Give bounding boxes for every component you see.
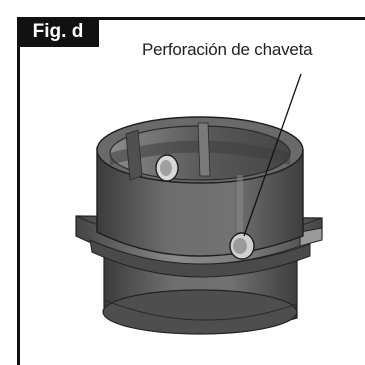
callout-label: Perforación de chaveta [142, 40, 313, 59]
figure-tag: Fig. d [17, 17, 99, 47]
frame-left-border [17, 17, 20, 365]
base-tube [102, 257, 298, 335]
key-hole [229, 232, 255, 260]
upper-cylinder [96, 116, 304, 257]
frame-top-border [17, 17, 365, 20]
callout-leader-line [243, 73, 302, 237]
